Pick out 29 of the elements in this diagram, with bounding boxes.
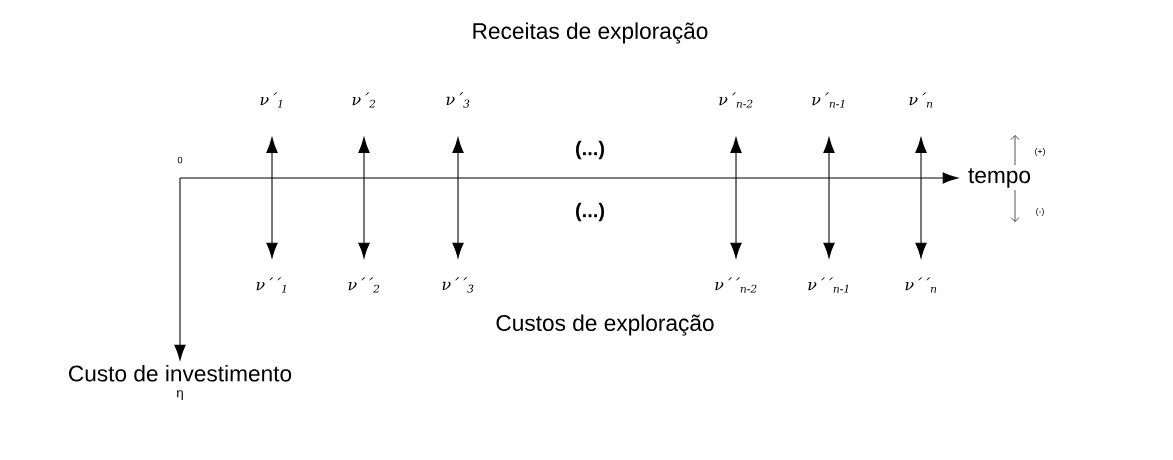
value-label: ν´$_{n}$	[909, 92, 933, 108]
value-label: ν´$_{3}$	[446, 92, 470, 108]
origin-label: 0	[177, 156, 183, 164]
subtitle-text: Custos de exploração	[496, 314, 714, 336]
double-arrow	[266, 137, 278, 259]
sign-label: (+)	[1035, 147, 1045, 157]
value-label: ν´$_{n-2}$	[719, 92, 753, 108]
value-label: ν´´$_{n}$	[905, 277, 937, 293]
double-arrow	[915, 137, 927, 259]
value-label: ν´´$_{2}$	[348, 277, 380, 293]
value-label: ν´´$_{n-1}$	[808, 277, 849, 293]
double-arrow	[823, 137, 835, 259]
ellipsis-text: (...)	[576, 140, 604, 160]
time-axis	[179, 172, 959, 184]
investment-arrow	[174, 177, 186, 361]
value-label: ν´´$_{1}$	[256, 277, 286, 293]
value-label: ν´$_{2}$	[352, 92, 376, 108]
title-text: Receitas de exploração	[473, 22, 708, 44]
value-label: ν´$_{n-1}$	[812, 92, 845, 108]
sign-label: (-)	[1036, 207, 1044, 217]
axis-label: tempo	[968, 168, 1031, 188]
double-arrow	[358, 137, 370, 259]
ellipsis-text: (...)	[576, 202, 604, 222]
cost-label: Custo de investimento η	[69, 364, 292, 401]
value-label: ν´´$_{3}$	[442, 277, 474, 293]
value-label: ν´$_{1}$	[260, 92, 282, 108]
value-label: ν´´$_{n-2}$	[715, 277, 757, 293]
double-arrow	[452, 137, 464, 259]
double-arrow	[730, 137, 742, 259]
